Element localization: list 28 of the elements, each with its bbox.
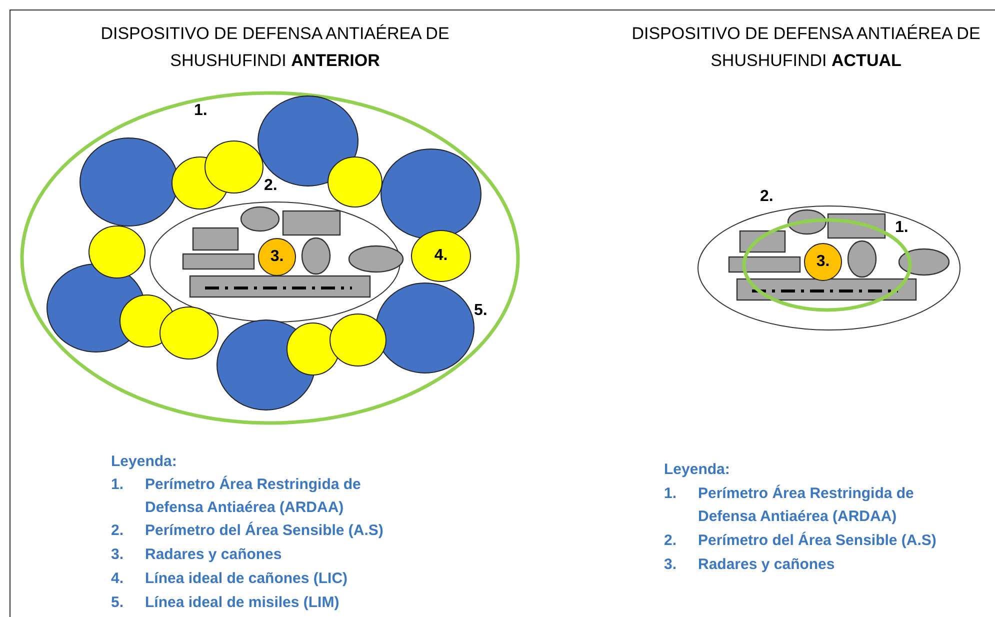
legend-heading: Leyenda:	[664, 460, 730, 480]
callout-number: 5.	[474, 302, 488, 320]
legend-item: Perímetro del Área Sensible (A.S)	[698, 530, 936, 551]
callout-number: 1.	[194, 102, 208, 120]
list-number: 4.	[111, 569, 124, 589]
list-number: 2.	[111, 521, 124, 541]
callout-number: 2.	[264, 177, 278, 195]
legend-item: Línea ideal de cañones (LIC)	[145, 569, 348, 589]
legend-item: Perímetro Área Restringida de Defensa Antiaérea (ARDAA)	[145, 474, 362, 518]
legend-item: Línea ideal de misiles (LIM)	[145, 593, 340, 613]
radar-cannon-circle: 3.	[804, 243, 842, 281]
callout-number: 2.	[760, 188, 774, 206]
radar-cannon-circle: 3.	[258, 238, 296, 276]
legend-heading: Leyenda:	[111, 452, 177, 472]
list-number: 2.	[664, 531, 677, 551]
list-number: 3.	[664, 555, 677, 575]
legend-item: Radares y cañones	[698, 555, 835, 575]
callout-number: 1.	[895, 219, 908, 237]
cannon-position-circle: 4.	[411, 230, 471, 282]
panel-heading: DISPOSITIVO DE DEFENSA ANTIAÉREA DE SHUSHUFINDI ACTUAL	[630, 23, 982, 72]
list-number: 1.	[664, 484, 677, 504]
legend-item: Radares y cañones	[145, 545, 282, 565]
list-number: 5.	[111, 593, 124, 613]
legend-item: Perímetro Área Restringida de Defensa Antiaérea (ARDAA)	[698, 484, 915, 527]
legend-item: Perímetro del Área Sensible (A.S)	[145, 520, 384, 541]
panel-heading: DISPOSITIVO DE DEFENSA ANTIAÉREA DE SHUSHUFINDI ANTERIOR	[100, 23, 450, 72]
list-number: 3.	[111, 545, 124, 565]
list-number: 1.	[111, 475, 124, 495]
